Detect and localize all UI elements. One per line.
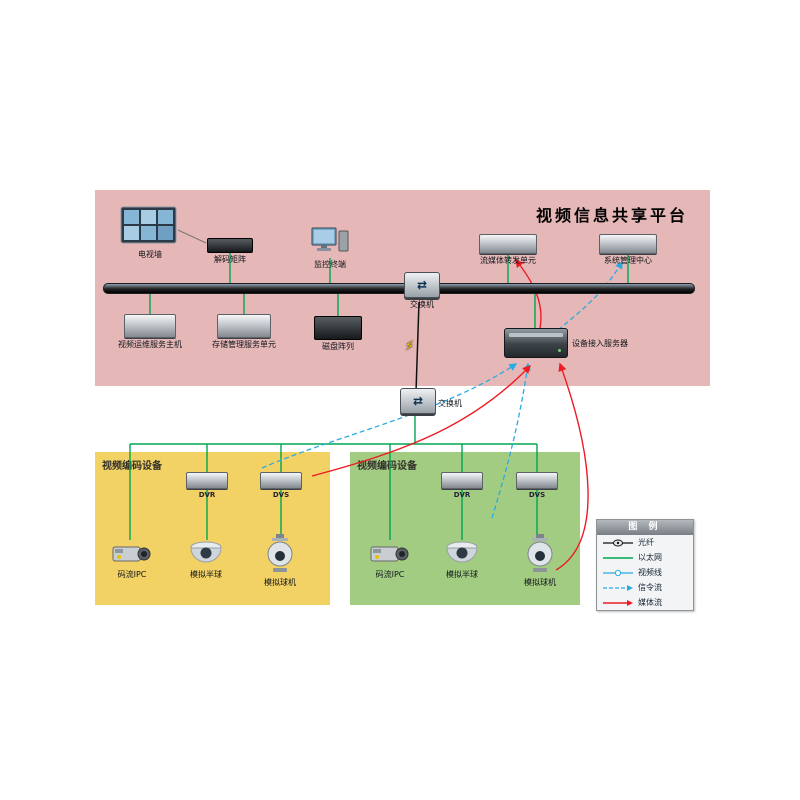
dvs-right: DVS <box>515 472 559 499</box>
ptz-right: 模拟球机 <box>520 534 560 587</box>
disk-array-label: 磁盘阵列 <box>322 342 354 351</box>
encoder-region-left-label: 视频编码设备 <box>102 461 162 472</box>
encoder-region-right-label: 视频编码设备 <box>357 461 417 472</box>
dvs-icon <box>259 472 303 489</box>
switch-top: ⇄ 交换机 <box>402 272 442 309</box>
dvs-label: DVS <box>528 491 546 499</box>
ptz-camera-icon <box>520 534 560 576</box>
tv-wall-label: 电视墙 <box>138 250 162 259</box>
switch-arrows-icon: ⇄ <box>416 278 428 292</box>
legend-fiber-label: 光纤 <box>638 538 654 547</box>
storage-management-label: 存储管理服务单元 <box>212 340 276 349</box>
system-management-center: 系统管理中心 <box>596 234 660 265</box>
storage-management-icon <box>210 314 278 338</box>
fiber-line-icon <box>603 539 633 546</box>
dvs-left: DVS <box>259 472 303 499</box>
ipc-right: 码流IPC <box>366 540 414 579</box>
switch-bottom-label: 交换机 <box>438 399 462 408</box>
legend-item-ethernet: 以太网 <box>597 550 693 565</box>
ipc-label: 码流IPC <box>117 570 147 579</box>
disk-array: 磁盘阵列 <box>312 316 364 351</box>
stream-forward-unit: 流媒体转发单元 <box>476 234 540 265</box>
tv-wall-icon <box>118 206 182 248</box>
switch-bottom-icon: ⇄ <box>398 388 438 414</box>
tv-wall: 电视墙 <box>118 206 182 259</box>
stream-forward-icon <box>476 234 540 254</box>
ptz-label: 模拟球机 <box>264 578 296 587</box>
dvr-icon <box>440 472 484 489</box>
monitor-terminal-icon <box>306 226 354 258</box>
ptz-label: 模拟球机 <box>524 578 556 587</box>
dvs-label: DVS <box>272 491 290 499</box>
ipc-camera-icon <box>366 540 414 568</box>
storage-management-unit: 存储管理服务单元 <box>210 314 278 349</box>
dome-label: 模拟半球 <box>190 570 222 579</box>
switch-bottom: ⇄ <box>398 388 438 414</box>
video-ops-host: 视频运维服务主机 <box>116 314 184 349</box>
legend-title: 图 例 <box>597 520 693 535</box>
decoder-matrix-icon <box>204 238 256 253</box>
monitor-terminal: 监控终端 <box>306 226 354 269</box>
legend: 图 例 光纤 以太网 视频线 <box>596 519 694 611</box>
legend-item-video: 视频线 <box>597 565 693 580</box>
video-line-icon <box>603 569 633 576</box>
dvr-label: DVR <box>198 491 216 499</box>
video-ops-host-label: 视频运维服务主机 <box>118 340 182 349</box>
backbone-bus <box>103 283 695 294</box>
ethernet-line-icon <box>603 556 633 559</box>
lightning-icon: ⚡ <box>405 339 415 354</box>
ptz-camera-icon <box>260 534 300 576</box>
page-title: 视频信息共享平台 <box>536 206 689 225</box>
dome-right: 模拟半球 <box>442 540 482 579</box>
dome-camera-icon <box>442 540 482 568</box>
decoder-matrix: 解码矩阵 <box>204 238 256 264</box>
dome-left: 模拟半球 <box>186 540 226 579</box>
system-management-icon <box>596 234 660 254</box>
ptz-left: 模拟球机 <box>260 534 300 587</box>
dvr-left: DVR <box>185 472 229 499</box>
legend-ethernet-label: 以太网 <box>638 553 662 562</box>
signal-flow-icon <box>603 584 633 591</box>
switch-top-label: 交换机 <box>410 300 434 309</box>
dome-camera-icon <box>186 540 226 568</box>
legend-item-media: 媒体流 <box>597 595 693 610</box>
dvr-label: DVR <box>453 491 471 499</box>
monitor-terminal-label: 监控终端 <box>314 260 346 269</box>
switch-arrows-icon: ⇄ <box>412 394 424 408</box>
legend-video-label: 视频线 <box>638 568 662 577</box>
media-flow-icon <box>603 599 633 606</box>
switch-top-icon: ⇄ <box>402 272 442 298</box>
access-server-label: 设备接入服务器 <box>572 339 628 348</box>
dome-label: 模拟半球 <box>446 570 478 579</box>
video-ops-host-icon <box>116 314 184 338</box>
dvr-icon <box>185 472 229 489</box>
legend-signal-label: 信令流 <box>638 583 662 592</box>
access-server <box>504 328 568 358</box>
legend-item-signal: 信令流 <box>597 580 693 595</box>
legend-media-label: 媒体流 <box>638 598 662 607</box>
disk-array-icon <box>312 316 364 340</box>
dvr-right: DVR <box>440 472 484 499</box>
legend-item-fiber: 光纤 <box>597 535 693 550</box>
ipc-label: 码流IPC <box>375 570 405 579</box>
ipc-camera-icon <box>108 540 156 568</box>
access-server-icon <box>504 328 568 358</box>
dvs-icon <box>515 472 559 489</box>
decoder-matrix-label: 解码矩阵 <box>214 255 246 264</box>
system-management-label: 系统管理中心 <box>604 256 652 265</box>
ipc-left: 码流IPC <box>108 540 156 579</box>
stream-forward-label: 流媒体转发单元 <box>480 256 536 265</box>
